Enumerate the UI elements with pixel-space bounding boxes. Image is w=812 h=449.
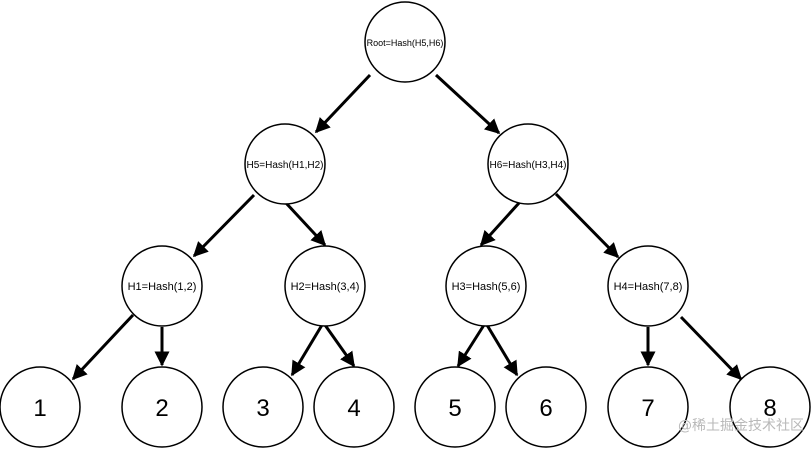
h2-node-label: H2=Hash(3,4) (291, 281, 360, 293)
leaf-node-1-label: 1 (33, 395, 46, 422)
edge-h6-h4 (554, 192, 620, 259)
leaf-node-6: 6 (505, 366, 587, 448)
leaf-node-3: 3 (222, 366, 304, 448)
edge-h5-h2 (284, 201, 327, 247)
h4-node: H4=Hash(7,8) (607, 245, 689, 327)
h5-node-label: H5=Hash(H1,H2) (247, 160, 324, 171)
h6-node: H6=Hash(H3,H4) (487, 123, 569, 205)
leaf-node-6-label: 6 (539, 395, 552, 422)
edge-h3-leaf6 (485, 324, 519, 377)
watermark-label: @稀土掘金技术社区 (678, 418, 804, 434)
root-node-label: Root=Hash(H5,H6) (367, 38, 444, 48)
edge-h2-leaf4 (323, 324, 356, 368)
leaf-node-1: 1 (0, 366, 81, 448)
leaf-node-5: 5 (414, 366, 496, 448)
edge-h1-leaf1 (71, 313, 135, 381)
leaf-node-7: 7 (607, 366, 689, 448)
root-node: Root=Hash(H5,H6) (364, 1, 446, 83)
h1-node-label: H1=Hash(1,2) (128, 281, 197, 293)
h3-node: H3=Hash(5,6) (445, 245, 527, 327)
leaf-node-4: 4 (313, 366, 395, 448)
leaf-node-7-label: 7 (641, 395, 654, 422)
h5-node: H5=Hash(H1,H2) (244, 123, 326, 205)
edge-root-h5 (314, 73, 372, 134)
h3-node-label: H3=Hash(5,6) (452, 281, 521, 293)
h1-node: H1=Hash(1,2) (121, 245, 203, 327)
edge-root-h6 (434, 73, 501, 135)
h2-node: H2=Hash(3,4) (284, 245, 366, 327)
leaf-node-4-label: 4 (347, 395, 360, 422)
leaf-node-2: 2 (121, 366, 203, 448)
edge-h6-h3 (479, 201, 521, 247)
leaf-node-8: 8 (729, 366, 811, 448)
leaf-node-8-label: 8 (763, 395, 776, 422)
edges (71, 73, 743, 381)
leaf-node-5-label: 5 (448, 395, 461, 422)
edge-h3-leaf5 (456, 324, 486, 368)
edge-h4-leaf8 (679, 315, 743, 381)
edge-h2-leaf3 (290, 324, 324, 377)
edge-h5-h1 (192, 193, 256, 258)
leaf-node-2-label: 2 (155, 395, 168, 422)
leaf-node-3-label: 3 (256, 395, 269, 422)
h6-node-label: H6=Hash(H3,H4) (490, 160, 567, 171)
h4-node-label: H4=Hash(7,8) (614, 281, 683, 293)
